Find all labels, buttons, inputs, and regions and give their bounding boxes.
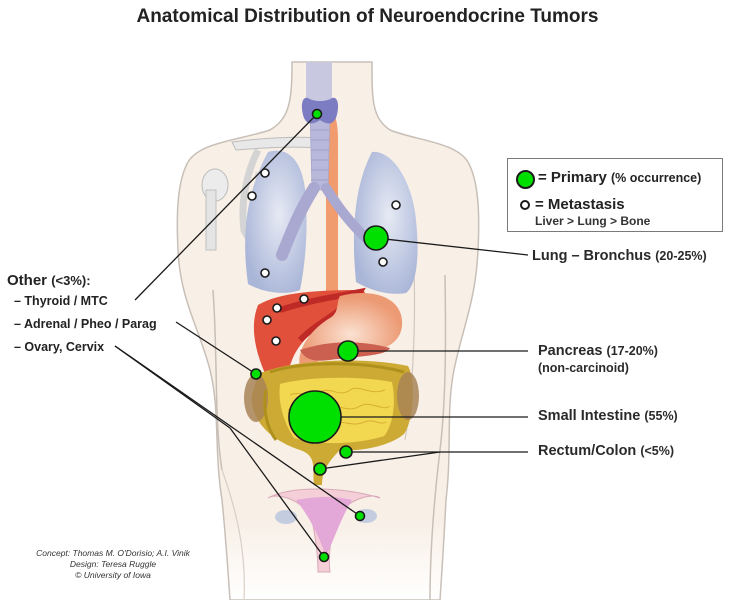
primary-marker-cervix	[318, 551, 330, 563]
metastasis-legend-icon	[520, 200, 530, 210]
other-item-thyroid: – Thyroid / MTC	[14, 294, 108, 308]
primary-marker-ovary	[354, 510, 366, 522]
metastasis-marker	[272, 303, 282, 313]
credit-copyright: © University of Iowa	[75, 570, 151, 580]
leader-cervix-b	[229, 427, 325, 558]
legend-primary-note: (% occurrence)	[610, 171, 702, 185]
leader-thyroid	[134, 113, 318, 301]
label-small-intestine: Small Intestine (55%)	[538, 408, 678, 424]
metastasis-marker	[262, 315, 272, 325]
label-pancreas: Pancreas (17-20%)	[538, 343, 658, 359]
label-pancreas-note: (non-carcinoid)	[538, 361, 629, 375]
metastasis-marker	[391, 200, 401, 210]
label-lung-bronchus: Lung – Bronchus (20-25%)	[532, 248, 707, 264]
primary-marker-rectum	[313, 462, 327, 476]
site-name: Pancreas	[538, 343, 603, 359]
other-item-adrenal: – Adrenal / Pheo / Parag	[14, 317, 157, 331]
metastasis-marker	[271, 336, 281, 346]
leader-lung	[375, 237, 529, 256]
primary-marker-thyroid	[311, 108, 323, 120]
metastasis-marker	[378, 257, 388, 267]
label-rectum-colon: Rectum/Colon (<5%)	[538, 443, 674, 459]
other-pct: (<3%):	[51, 273, 91, 288]
primary-legend-icon	[516, 170, 535, 189]
ovary-left	[275, 510, 297, 524]
primary-marker-pancreas	[337, 340, 359, 362]
metastasis-marker	[260, 168, 270, 178]
primary-marker-lung	[363, 225, 389, 251]
left-lung	[353, 151, 418, 294]
site-pct: (<5%)	[640, 444, 675, 458]
diagram-title: Anatomical Distribution of Neuroendocrin…	[136, 6, 599, 27]
other-heading: Other (<3%):	[7, 272, 91, 289]
primary-marker-colon	[339, 445, 353, 459]
primary-marker-adrenal	[250, 368, 262, 380]
other-item-ovary-cervix: – Ovary, Cervix	[14, 340, 105, 354]
site-name: Rectum/Colon	[538, 443, 637, 459]
site-pct: (55%)	[644, 409, 678, 423]
metastasis-marker	[260, 268, 270, 278]
legend: = Primary (% occurrence) = Metastasis Li…	[507, 158, 723, 232]
primary-marker-small-intestine	[288, 390, 342, 444]
other-title: Other	[7, 272, 48, 289]
site-name: Lung – Bronchus	[532, 248, 652, 264]
credit-design: Design: Teresa Ruggle	[69, 559, 157, 569]
site-pct: (17-20%)	[606, 344, 658, 358]
site-name: Small Intestine	[538, 408, 641, 424]
legend-metastasis-label: = Metastasis	[535, 196, 625, 213]
leader-rectum-colon-b	[319, 451, 441, 470]
metastasis-marker	[299, 294, 309, 304]
leader-adrenal	[175, 321, 257, 375]
metastasis-marker	[247, 191, 257, 201]
right-lung	[245, 150, 307, 293]
credit-concept: Concept: Thomas M. O'Dorisio; A.I. Vinik	[36, 548, 190, 558]
site-pct: (20-25%)	[655, 249, 707, 263]
credits: Concept: Thomas M. O'Dorisio; A.I. Vinik…	[18, 548, 208, 581]
legend-metastasis-order: Liver > Lung > Bone	[535, 214, 651, 228]
leader-cervix-a	[114, 345, 231, 429]
legend-primary-label: = Primary	[538, 169, 607, 186]
